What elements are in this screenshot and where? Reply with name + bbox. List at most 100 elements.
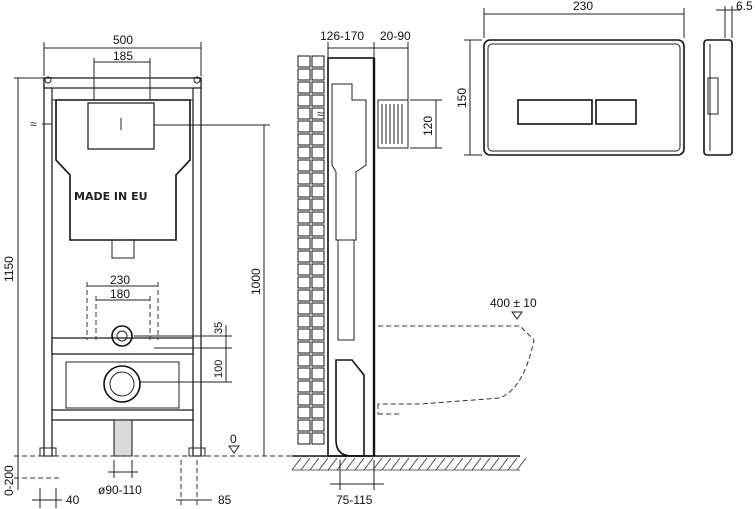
- brick: [297, 159, 311, 172]
- dim-plate-thickness: 6.5: [736, 0, 753, 13]
- dim-height-120: 120: [421, 116, 435, 136]
- brick: [311, 380, 325, 393]
- side-drain-elbow: [335, 359, 365, 457]
- brick: [311, 367, 325, 380]
- dim-wall-depth: 126-170: [320, 29, 364, 43]
- frame-bottom-bar: [51, 409, 194, 421]
- brick: [297, 133, 311, 146]
- brick: [297, 263, 311, 276]
- brick: [297, 315, 311, 328]
- brick: [311, 276, 325, 289]
- dim-foot-85: 85: [218, 493, 232, 507]
- frame-upper-bracket: [51, 87, 194, 101]
- brick: [311, 302, 325, 315]
- drain-elbow-outer: [103, 365, 141, 403]
- hatch-line: [309, 457, 320, 471]
- brick: [311, 224, 325, 237]
- hatch-line: [444, 457, 455, 471]
- brick: [311, 315, 325, 328]
- dim-height-1150: 1150: [2, 256, 16, 282]
- hatch-line: [435, 457, 446, 471]
- floor-hatch: [291, 457, 527, 471]
- hatch-line: [489, 457, 500, 471]
- dim-floor-adjust: 0-200: [2, 465, 16, 496]
- dim-width-180: 180: [110, 287, 130, 301]
- dim-seat-height: 400 ± 10: [490, 296, 537, 310]
- side-water-symbol: ≈: [317, 107, 324, 121]
- brick: [297, 302, 311, 315]
- brick: [311, 81, 325, 94]
- side-cistern: [331, 83, 367, 241]
- brick: [297, 172, 311, 185]
- brick: [311, 432, 325, 445]
- front-view: MADE IN EU ≈: [30, 76, 206, 457]
- brick: [297, 289, 311, 302]
- hatch-line: [507, 457, 518, 471]
- foot-right: [188, 447, 206, 457]
- hatch-line: [354, 457, 365, 471]
- flush-plate-inner-border: [487, 43, 681, 152]
- brick: [311, 198, 325, 211]
- brick: [297, 198, 311, 211]
- brick: [311, 406, 325, 419]
- brick: [297, 354, 311, 367]
- dim-width-230: 230: [110, 273, 130, 287]
- brick: [311, 159, 325, 172]
- flush-plate-side-profile: [703, 39, 733, 156]
- toilet-bowl-outline: [378, 325, 535, 405]
- brick: [311, 263, 325, 276]
- brick: [297, 107, 311, 120]
- brick: [297, 276, 311, 289]
- brick: [311, 133, 325, 146]
- brick: [311, 250, 325, 263]
- hatch-line: [453, 457, 464, 471]
- waste-pipe-stub: [113, 419, 133, 457]
- brick: [297, 120, 311, 133]
- brick: [311, 68, 325, 81]
- brick: [311, 393, 325, 406]
- hatch-line: [381, 457, 392, 471]
- dim-foot-40: 40: [66, 493, 80, 507]
- brick: [311, 341, 325, 354]
- dim-plate-height: 150: [455, 88, 469, 108]
- brick: [311, 419, 325, 432]
- side-flush-pipe: [337, 240, 355, 341]
- brick: [311, 146, 325, 159]
- hatch-line: [471, 457, 482, 471]
- brick: [297, 432, 311, 445]
- dim-zero: 0: [230, 432, 237, 446]
- brick: [297, 185, 311, 198]
- brick: [311, 55, 325, 68]
- brick: [297, 393, 311, 406]
- brick: [297, 146, 311, 159]
- brick: [297, 380, 311, 393]
- hatch-line: [516, 457, 527, 471]
- flush-button-left: [517, 99, 593, 125]
- brick: [297, 367, 311, 380]
- brick: [297, 55, 311, 68]
- hatch-line: [390, 457, 401, 471]
- dim-35: 35: [213, 322, 225, 334]
- hatch-line: [345, 457, 356, 471]
- hatch-line: [327, 457, 338, 471]
- brick: [297, 237, 311, 250]
- dim-width-500: 500: [113, 33, 133, 47]
- cistern-body: [55, 99, 191, 241]
- hatch-line: [291, 457, 302, 471]
- hatch-line: [300, 457, 311, 471]
- brick: [311, 328, 325, 341]
- side-view-dimensions: 126-170 20-90 120 400 ± 10 75-115: [320, 29, 537, 507]
- flush-outlet-ring: [111, 325, 133, 347]
- side-flush-plate-box: [377, 99, 409, 149]
- brick-wall: [297, 55, 325, 445]
- brick: [297, 81, 311, 94]
- dim-100: 100: [213, 360, 225, 378]
- flush-plate-view: 230 150 6.5: [455, 0, 753, 156]
- brick: [297, 94, 311, 107]
- brick: [311, 172, 325, 185]
- frame-left-post: [43, 77, 53, 457]
- brick: [297, 68, 311, 81]
- dim-width-185: 185: [113, 49, 133, 63]
- brick: [297, 341, 311, 354]
